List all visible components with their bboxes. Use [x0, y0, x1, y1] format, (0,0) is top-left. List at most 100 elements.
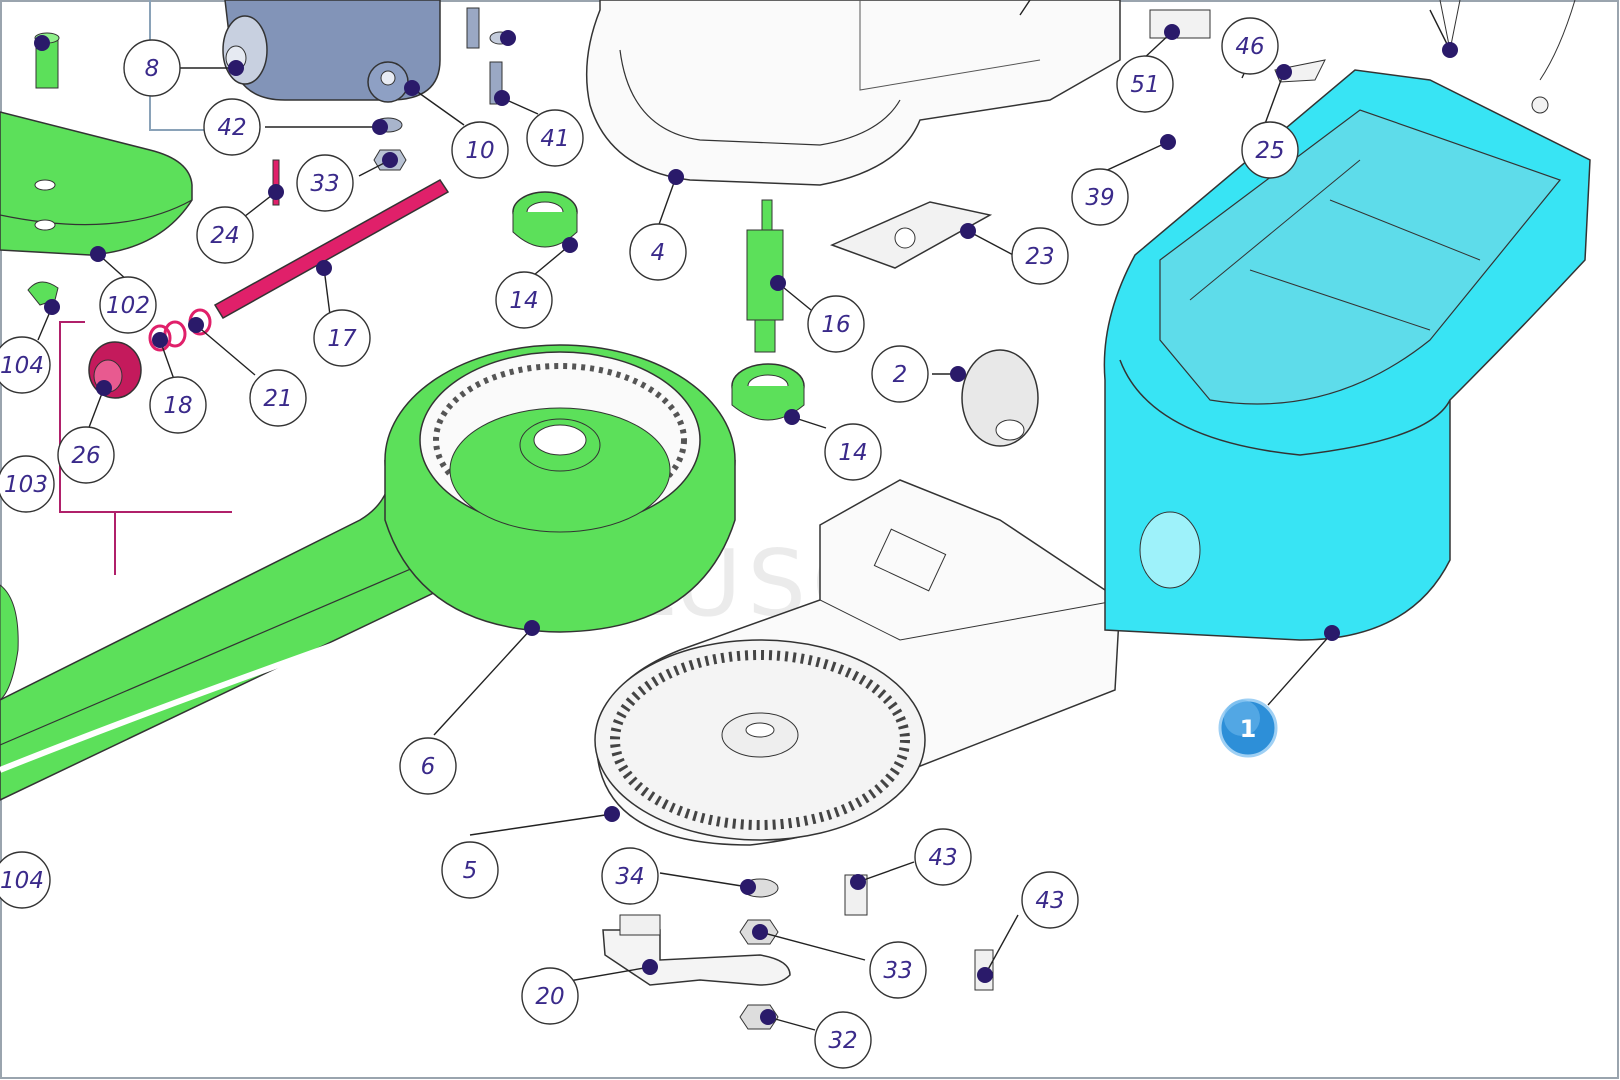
callout-label: 32	[828, 1028, 857, 1054]
callout-label: 104	[0, 353, 44, 379]
part-base-gear-5	[594, 479, 1121, 846]
part-green-arm-6	[0, 344, 736, 801]
callout-circle	[99, 276, 157, 334]
callout-label: 23	[1025, 244, 1054, 270]
badge-label: 1	[1240, 715, 1257, 743]
callout-c104a: 104	[0, 336, 51, 394]
callout-circle	[451, 121, 509, 179]
leader-dot	[524, 620, 540, 636]
callout-c41: 41	[526, 109, 584, 167]
leader-dot	[668, 169, 684, 185]
leader-dot	[1164, 24, 1180, 40]
callout-label: 21	[263, 386, 292, 412]
callout-label: 18	[163, 393, 192, 419]
leader-dot	[1324, 625, 1340, 641]
callout-label: 51	[1130, 72, 1159, 98]
leader-dot	[562, 237, 578, 253]
callout-label: 43	[928, 845, 957, 871]
callout-c5: 5	[441, 841, 499, 899]
callout-label: 26	[71, 443, 100, 469]
callout-circle	[313, 309, 371, 367]
leader-dot	[1276, 64, 1292, 80]
callout-label: 24	[210, 223, 239, 249]
callout-c23: 23	[1011, 227, 1069, 285]
callout-circle	[0, 851, 51, 909]
callout-label: 8	[145, 56, 160, 82]
callout-label: 41	[540, 126, 569, 152]
leader-dot	[642, 959, 658, 975]
leader-dot	[188, 317, 204, 333]
callout-label: 33	[310, 171, 339, 197]
callout-c21: 21	[249, 369, 307, 427]
callout-c2: 2	[871, 345, 929, 403]
callout-circle	[1011, 227, 1069, 285]
callout-circle	[521, 967, 579, 1025]
leader-dot	[604, 806, 620, 822]
callout-c34: 34	[601, 847, 659, 905]
callout-c25: 25	[1241, 121, 1299, 179]
callout-label: 14	[509, 288, 538, 314]
leader-dot	[770, 275, 786, 291]
leader-dot	[740, 879, 756, 895]
callout-circle	[57, 426, 115, 484]
leader-dot	[950, 366, 966, 382]
part-bearing-14b	[731, 363, 805, 421]
callout-label: 102	[106, 293, 150, 319]
callout-c24: 24	[196, 206, 254, 264]
leader-dot	[96, 380, 112, 396]
callout-circle	[399, 737, 457, 795]
leader-dot	[850, 874, 866, 890]
callout-label: 16	[821, 312, 850, 338]
callout-c16: 16	[807, 295, 865, 353]
callout-c26: 26	[57, 426, 115, 484]
callout-badge-1: 1	[1218, 698, 1278, 758]
leader-dot	[268, 184, 284, 200]
leader-dot	[977, 967, 993, 983]
callout-c14b: 14	[824, 423, 882, 481]
callout-circle	[1116, 55, 1174, 113]
part-cap-2	[961, 349, 1039, 447]
callout-c42: 42	[203, 98, 261, 156]
leader-dot	[1442, 42, 1458, 58]
callout-label: 34	[615, 864, 644, 890]
callout-circle	[629, 223, 687, 281]
callout-label: 14	[838, 440, 867, 466]
part-shaft-17	[213, 179, 450, 320]
callout-label: 6	[421, 754, 436, 780]
leader-dot	[372, 119, 388, 135]
callout-circle	[814, 1011, 872, 1069]
part-pinion-gear	[367, 61, 409, 103]
leader-dot	[784, 409, 800, 425]
leader-dot	[494, 90, 510, 106]
callout-c6: 6	[399, 737, 457, 795]
callout-label: 5	[463, 858, 478, 884]
callout-circle	[296, 154, 354, 212]
callout-c4: 4	[629, 223, 687, 281]
leader-dot	[960, 223, 976, 239]
callout-circle	[1021, 871, 1079, 929]
callout-c43b: 43	[1021, 871, 1079, 929]
callout-circle	[914, 828, 972, 886]
leader-dot	[500, 30, 516, 46]
callout-label: 46	[1235, 34, 1264, 60]
callout-c102: 102	[99, 276, 157, 334]
leader-dot	[382, 152, 398, 168]
part-housing-cover-4	[585, 0, 1121, 186]
leader-dot	[34, 35, 50, 51]
callout-circle	[1221, 17, 1279, 75]
callout-label: 33	[883, 958, 912, 984]
part-small-hardware-top-right	[1149, 0, 1576, 114]
part-pin-24	[272, 159, 280, 206]
callout-c20: 20	[521, 967, 579, 1025]
callout-c33b: 33	[869, 941, 927, 999]
callout-c8: 8	[123, 39, 181, 97]
leader-dot	[90, 246, 106, 262]
callout-c103: 103	[0, 455, 55, 513]
part-green-bracket-102	[0, 111, 193, 256]
leader-dot	[152, 332, 168, 348]
callout-c51: 51	[1116, 55, 1174, 113]
callout-label: 25	[1255, 138, 1284, 164]
callout-circle	[869, 941, 927, 999]
